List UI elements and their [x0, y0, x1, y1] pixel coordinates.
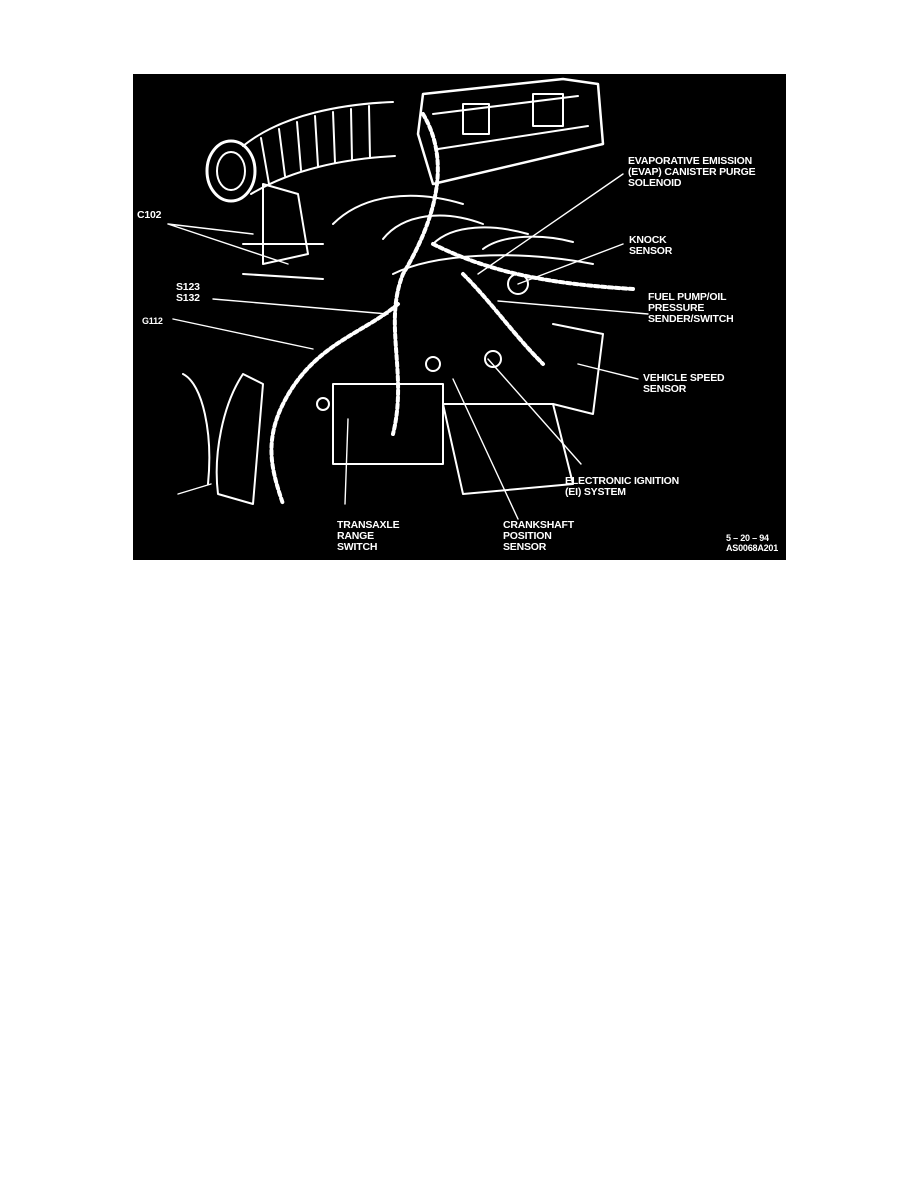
valve-cover — [416, 77, 605, 186]
label-line: S132 — [176, 292, 200, 304]
label-line: FUEL PUMP/OIL — [648, 291, 727, 303]
label-line: SENSOR — [503, 541, 547, 553]
label-line: POSITION — [503, 530, 552, 542]
label-line: CRANKSHAFT — [503, 519, 574, 531]
label-line: G112 — [142, 316, 163, 326]
label-evap-canister-purge-solenoid: EVAPORATIVE EMISSION (EVAP) CANISTER PUR… — [628, 155, 756, 189]
wiring-harness — [269, 112, 635, 506]
figure-code: AS0068A201 — [726, 543, 779, 553]
label-electronic-ignition-system: ELECTRONIC IGNITION (EI) SYSTEM — [565, 476, 679, 498]
label-line: RANGE — [337, 530, 374, 542]
label-line: PRESSURE — [648, 302, 705, 314]
label-line: (EI) SYSTEM — [565, 486, 626, 498]
label-vehicle-speed-sensor: VEHICLE SPEED SENSOR — [643, 372, 725, 395]
engine-illustration — [167, 77, 649, 520]
label-line: SWITCH — [337, 541, 378, 553]
label-line: SENDER/SWITCH — [648, 313, 734, 325]
label-line: SENSOR — [629, 245, 673, 257]
leader-lines — [167, 173, 649, 520]
label-line: TRANSAXLE — [337, 519, 400, 531]
label-g112: G112 — [142, 316, 163, 326]
label-line: (EVAP) CANISTER PURGE — [628, 166, 756, 178]
label-line: S123 — [176, 281, 200, 293]
label-line: SENSOR — [643, 383, 687, 395]
figure-date-and-code: 5 – 20 – 94 AS0068A201 — [726, 533, 778, 553]
label-crankshaft-position-sensor: CRANKSHAFT POSITION SENSOR — [503, 520, 574, 553]
label-c102: C102 — [137, 209, 162, 221]
engine-component-locator-figure: EVAPORATIVE EMISSION (EVAP) CANISTER PUR… — [133, 74, 786, 560]
label-line: ELECTRONIC IGNITION — [565, 475, 680, 487]
engine-block — [182, 183, 604, 505]
intake-manifold — [332, 194, 594, 275]
label-line: KNOCK — [629, 234, 667, 246]
air-intake-duct — [205, 101, 396, 203]
label-line: SOLENOID — [628, 177, 682, 189]
label-line: VEHICLE SPEED — [643, 372, 725, 384]
label-line: C102 — [137, 209, 162, 221]
label-s123-s132: S123 S132 — [176, 282, 200, 304]
figure-date: 5 – 20 – 94 — [726, 533, 769, 543]
label-transaxle-range-switch: TRANSAXLE RANGE SWITCH — [337, 519, 400, 553]
label-line: EVAPORATIVE EMISSION — [628, 155, 752, 167]
label-knock-sensor: KNOCK SENSOR — [629, 235, 672, 257]
label-fuel-pump-oil-pressure-sender: FUEL PUMP/OIL PRESSURE SENDER/SWITCH — [648, 292, 734, 325]
